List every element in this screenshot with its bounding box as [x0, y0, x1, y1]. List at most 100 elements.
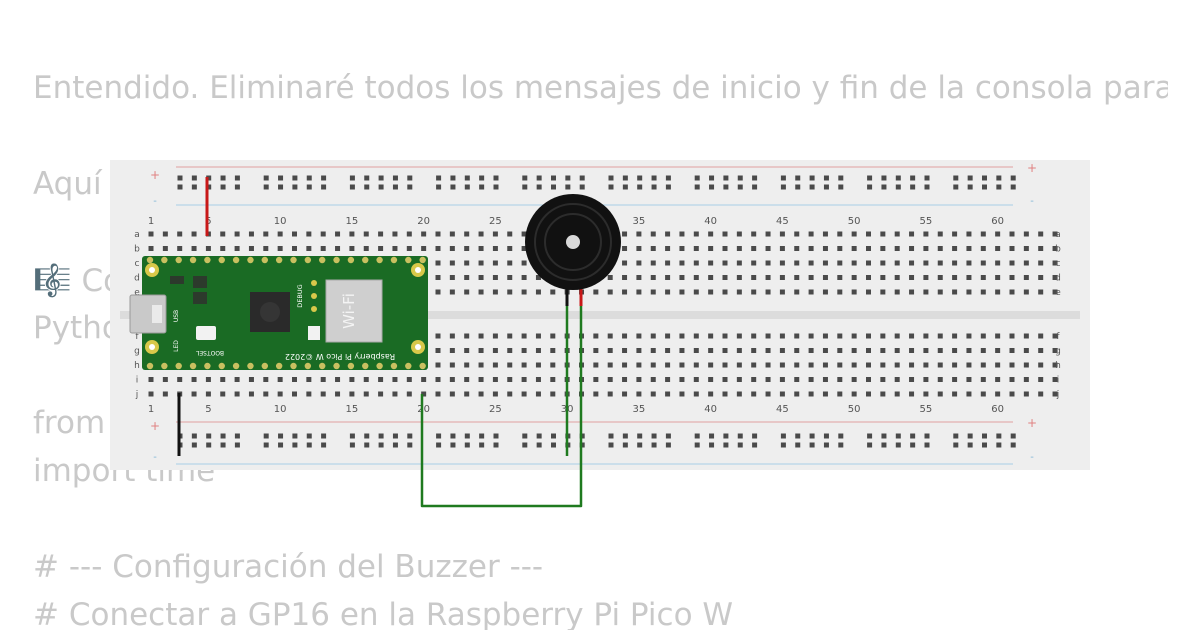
breadboard-hole [622, 246, 628, 251]
bg-text-line-4: Pytho [33, 310, 121, 346]
breadboard-hole [622, 260, 628, 266]
breadboard-hole [765, 377, 771, 382]
rail-hole [292, 442, 298, 448]
pico-board[interactable]: Wi-Fi DEBUG USB LED BOOTSEL Raspberry Pi… [129, 256, 428, 370]
breadboard-hole [263, 391, 269, 397]
breadboard-hole [392, 391, 398, 397]
rail-plus-label: + [1027, 161, 1037, 175]
breadboard-hole [980, 362, 986, 368]
breadboard-hole [751, 333, 757, 339]
breadboard-hole [995, 231, 1001, 237]
rail-hole [895, 175, 901, 181]
breadboard-hole [636, 260, 642, 266]
breadboard-hole [521, 391, 527, 397]
breadboard-hole [535, 333, 541, 339]
mount-hole-center [415, 267, 421, 273]
breadboard-hole [665, 289, 671, 295]
rail-hole [378, 175, 384, 181]
pico-pin [405, 362, 412, 370]
breadboard-hole [665, 275, 671, 280]
breadboard-hole [449, 246, 455, 251]
breadboard-hole [722, 231, 728, 237]
debug-label: DEBUG [296, 284, 304, 307]
breadboard-hole [779, 246, 785, 251]
rail-hole [220, 433, 226, 439]
breadboard-hole [162, 391, 168, 397]
breadboard-hole [1023, 260, 1029, 266]
breadboard-hole [851, 377, 857, 382]
breadboard-hole [679, 246, 685, 251]
wire-green-signal[interactable] [420, 290, 583, 508]
rail-hole [637, 442, 643, 448]
rail-hole [953, 433, 959, 439]
breadboard-hole [550, 391, 556, 397]
rail-hole [278, 442, 284, 448]
rail-hole [407, 433, 413, 439]
rail-hole [263, 184, 269, 190]
rail-hole [910, 442, 916, 448]
rail-hole [723, 442, 729, 448]
breadboard-hole [478, 362, 484, 368]
rail-hole [551, 442, 556, 448]
breadboard-hole [622, 348, 628, 353]
breadboard-hole [751, 275, 757, 280]
rail-minus-label: - [1030, 196, 1034, 207]
breadboard-hole [995, 333, 1001, 339]
rail-hole [924, 442, 930, 448]
breadboard-hole [1038, 391, 1044, 397]
breadboard-hole [492, 246, 498, 251]
rail-hole [795, 175, 801, 181]
breadboard-hole [822, 362, 828, 368]
breadboard-hole [851, 391, 857, 397]
component [170, 276, 184, 284]
buzzer[interactable] [525, 194, 621, 306]
breadboard-hole [722, 377, 728, 382]
breadboard-hole [751, 362, 757, 368]
column-number-label: 15 [346, 216, 359, 227]
breadboard-hole [923, 246, 929, 251]
breadboard-hole [507, 260, 513, 266]
breadboard-hole [492, 333, 498, 339]
wifi-label: Wi-Fi [340, 293, 358, 329]
rail-hole [780, 433, 786, 439]
row-letter-label: i [1057, 376, 1060, 386]
row-letter-label: f [135, 332, 139, 342]
breadboard-hole [923, 275, 929, 280]
breadboard-hole [421, 246, 427, 251]
breadboard-hole [765, 231, 771, 237]
breadboard-hole [636, 348, 642, 353]
breadboard-hole [363, 246, 369, 251]
breadboard-hole [822, 348, 828, 353]
rail-hole [953, 442, 959, 448]
rail-hole [867, 175, 873, 181]
breadboard-hole [937, 348, 943, 353]
breadboard-hole [693, 333, 699, 339]
bootsel-button[interactable] [196, 326, 216, 340]
column-number-label: 45 [776, 216, 789, 227]
breadboard-hole [722, 246, 728, 251]
breadboard-hole [607, 391, 613, 397]
breadboard-hole [220, 246, 226, 251]
breadboard-hole [822, 289, 828, 295]
breadboard-hole [679, 260, 685, 266]
breadboard-hole [1009, 377, 1015, 382]
bg-text-line-7: # --- Configuración del Buzzer --- [33, 549, 544, 585]
breadboard-hole [894, 348, 900, 353]
rail-hole [665, 442, 671, 448]
breadboard-hole [593, 377, 599, 382]
pico-pin [146, 256, 154, 264]
breadboard-hole [220, 231, 226, 237]
breadboard-hole [851, 246, 857, 251]
rail-hole [551, 175, 556, 181]
breadboard-hole [851, 275, 857, 280]
rail-hole [651, 175, 657, 181]
rail-hole [895, 442, 901, 448]
rail-hole [349, 433, 355, 439]
breadboard-hole [650, 333, 656, 339]
breadboard-hole [808, 391, 814, 397]
breadboard-hole [708, 246, 714, 251]
pico-pin [204, 256, 211, 264]
rail-hole [924, 175, 930, 181]
breadboard-hole [794, 348, 800, 353]
breadboard-hole [593, 348, 599, 353]
